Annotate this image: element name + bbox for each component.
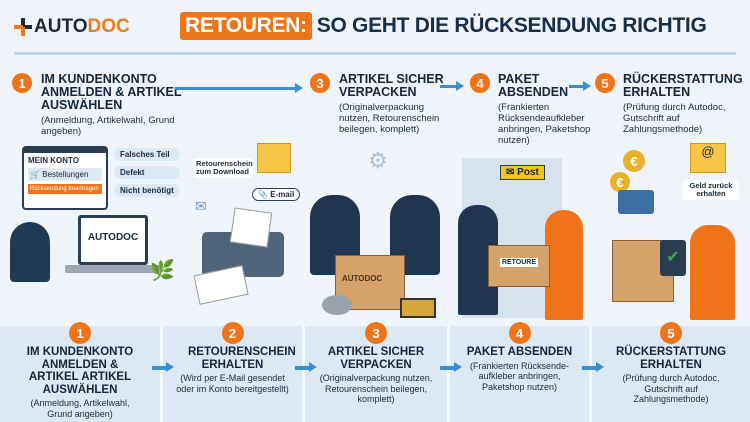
bottom-step-4: 4 PAKET ABSENDEN (Frankierten Rücksende-… (450, 322, 592, 422)
arrow-right-icon (582, 362, 604, 372)
inspector-figure (690, 225, 735, 320)
refund-label: Geld zurück erhalten (683, 180, 739, 200)
arrow-right-icon (152, 362, 174, 372)
reason-option[interactable]: Nicht benötigt (114, 184, 180, 197)
plant-icon: 🌿 (150, 260, 175, 282)
download-label: Retourenschein zum Download (193, 158, 253, 178)
step-number: 4 (470, 73, 490, 93)
logo-doc: DOC (87, 16, 130, 37)
title-text: SO GEHT DIE RÜCKSENDUNG RICHTIG (316, 14, 707, 37)
step-number: 3 (365, 322, 387, 344)
step-title: IM KUNDENKONTO ANMELDEN & ARTIKEL AUSWÄH… (41, 72, 182, 112)
step-title: RÜCKERSTATTUNG ERHALTEN (615, 346, 727, 371)
step-number: 5 (660, 322, 682, 344)
step-number: 1 (69, 322, 91, 344)
step-desc: (Anmeldung, Artikelwahl, Grund angeben) (41, 115, 175, 137)
bottom-step-3: 3 ARTIKEL SICHER VERPACKEN (Originalverp… (305, 322, 450, 422)
arrow-right-icon (569, 81, 591, 91)
logo-auto: AUTO (34, 16, 88, 37)
air-filter-icon (400, 298, 436, 318)
laptop-base (65, 265, 161, 273)
post-sign: ✉ Post (500, 165, 545, 180)
step-title: ARTIKEL SICHER VERPACKEN (327, 346, 425, 371)
email-chip: 📎 E-mail (252, 188, 301, 201)
step-title: PAKET ABSENDEN (498, 72, 569, 99)
step-title: IM KUNDENKONTO ANMELDEN & ARTIKEL ARTIKE… (26, 346, 134, 396)
title-badge: RETOUREN: (180, 12, 312, 40)
arrow-right-icon (295, 362, 317, 372)
bottom-step-5: 5 RÜCKERSTATTUNG ERHALTEN (Prüfung durch… (592, 322, 750, 422)
laptop-screen: AUTODOC (78, 215, 148, 265)
courier-figure (545, 210, 583, 320)
euro-coin-icon: € (623, 150, 645, 172)
step-title: RÜCKERSTATTUNG ERHALTEN (623, 72, 743, 99)
email-envelope-icon: @ (690, 143, 726, 173)
step-desc: (Prüfung durch Autodoc, Gutschrift auf Z… (623, 102, 726, 135)
email-chip-label: E-mail (270, 190, 295, 199)
step-desc: (Prüfung durch Autodoc, Gutschrift auf Z… (622, 373, 720, 404)
step-number: 2 (221, 322, 244, 344)
step-number: 5 (595, 73, 615, 93)
logo-cross-icon (14, 18, 32, 36)
step-desc: (Anmeldung, Artikelwahl, Grund angeben) (30, 398, 130, 419)
step-desc: (Frankierten Rücksende-aufkleber anbring… (469, 360, 570, 392)
request-return-button[interactable]: Rücksendung beantragen (28, 184, 102, 194)
step-desc: (Originalverpackung nutzen, Retourensche… (339, 102, 440, 135)
parcel: RETOURE (488, 245, 550, 287)
bottom-step-2: 2 RETOURENSCHEIN ERHALTEN (Wird per E-Ma… (163, 322, 305, 422)
tablet-check-icon: ✔ (660, 240, 686, 276)
arrow-right-icon (440, 362, 462, 372)
step-number: 1 (12, 73, 32, 93)
orders-link[interactable]: 🛒 Bestellungen (28, 168, 102, 181)
step-desc: (Wird per E-Mail gesendet oder im Konto … (176, 373, 289, 394)
brake-disc-icon (322, 295, 352, 315)
bottom-step-1: 1 IM KUNDENKONTO ANMELDEN & ARTIKEL ARTI… (0, 322, 163, 422)
reason-option[interactable]: Falsches Teil (114, 148, 180, 161)
arrow-right-icon (440, 81, 464, 91)
step-number: 4 (508, 322, 531, 344)
step-desc: (Originalverpackung nutzen, Retourensche… (319, 373, 433, 404)
step-number: 3 (310, 73, 330, 93)
credit-card-icon (618, 190, 654, 214)
page-title: RETOUREN: SO GEHT DIE RÜCKSENDUNG RICHTI… (180, 12, 707, 40)
reason-list: Falsches Teil Defekt Nicht benötigt (114, 148, 180, 197)
account-title: MEIN KONTO (28, 156, 79, 165)
euro-coin-icon: € (610, 172, 630, 192)
reason-option[interactable]: Defekt (114, 166, 180, 179)
step-title: RETOURENSCHEIN ERHALTEN (188, 346, 296, 371)
parcel-label: RETOURE (499, 258, 539, 267)
step-title: ARTIKEL SICHER VERPACKEN (339, 72, 444, 99)
bottom-summary: 1 IM KUNDENKONTO ANMELDEN & ARTIKEL ARTI… (0, 322, 750, 422)
post-sign-label: Post (517, 167, 539, 178)
person-figure (10, 222, 50, 282)
gear-icon: ⚙ (368, 148, 388, 173)
step-title: PAKET ABSENDEN (466, 346, 573, 358)
arrow-right-icon (175, 83, 303, 93)
mail-icon: ✉ (195, 198, 207, 214)
account-window: MEIN KONTO 🛒 Bestellungen Rücksendung be… (22, 146, 108, 210)
header-divider (14, 52, 736, 55)
orders-label: Bestellungen (42, 170, 89, 179)
step-desc: (Frankierten Rücksendeaufkleber anbringe… (498, 102, 591, 146)
envelope-icon (257, 143, 291, 173)
paper-icon (229, 207, 273, 248)
